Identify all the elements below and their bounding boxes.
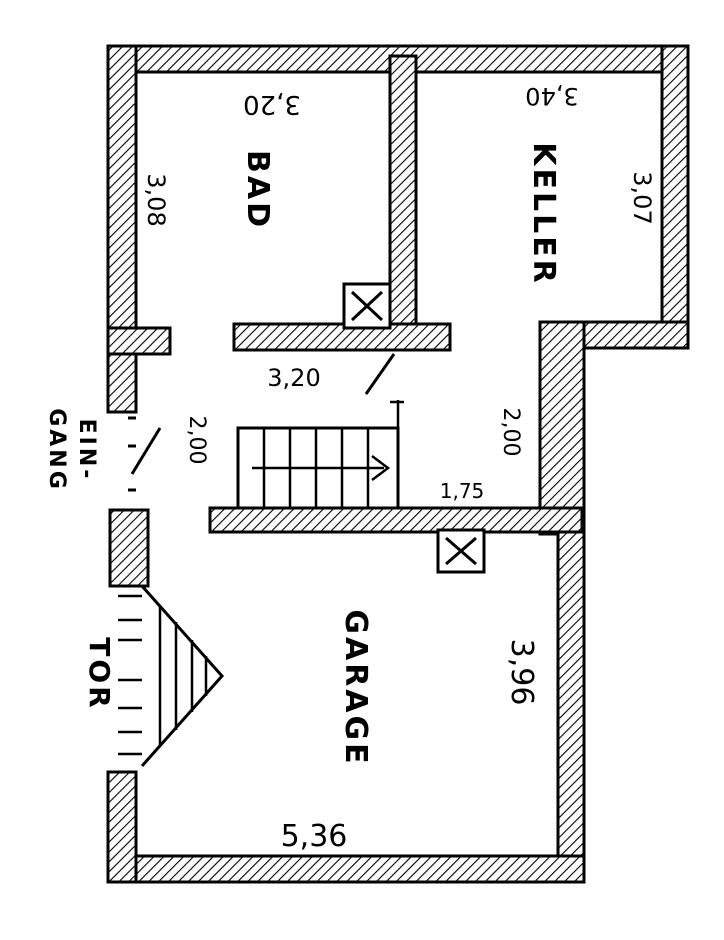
wall-bad-keller	[388, 54, 418, 332]
staircase	[236, 400, 404, 510]
dim-bad-depth: 3,08	[142, 173, 170, 226]
door-hall	[364, 353, 396, 395]
room-label-keller: KELLER	[526, 142, 561, 286]
dim-stair-landing: 1,75	[440, 479, 485, 503]
dim-garage-width: 5,36	[281, 819, 348, 854]
dim-keller-depth: 3,07	[628, 171, 656, 224]
dim-keller-width: 3,40	[525, 82, 578, 110]
garage-gate	[118, 585, 225, 767]
shaft-upper	[342, 282, 392, 330]
room-label-eingang-1: EIN-	[74, 419, 99, 482]
door-swings	[128, 353, 396, 492]
room-label-tor: TOR	[83, 637, 116, 710]
room-label-bad: BAD	[240, 150, 275, 230]
wall-right-upper	[660, 44, 690, 350]
dim-garage-depth: 3,96	[504, 639, 539, 706]
wall-bottom	[106, 854, 586, 884]
wall-left-upper	[106, 44, 138, 414]
wall-left-lower	[106, 770, 138, 884]
dim-bad-width: 3,20	[243, 89, 301, 119]
room-label-eingang-2: GANG	[44, 408, 69, 492]
wall-step-vertical	[538, 320, 586, 536]
dim-hall-width: 2,00	[184, 416, 209, 465]
wall-right-lower	[556, 506, 586, 884]
room-label-garage: GARAGE	[338, 609, 373, 766]
walls	[106, 44, 690, 884]
wall-hall-garage	[208, 506, 584, 534]
wall-hall-upper	[232, 322, 452, 352]
dim-stair-width: 2,00	[498, 408, 523, 457]
shafts	[342, 282, 486, 574]
wall-left-middle	[108, 508, 150, 588]
dim-hall-length: 3,20	[267, 364, 320, 392]
stair-arrow-head	[371, 455, 391, 481]
door-entrance	[130, 427, 162, 475]
wall-left-stub	[106, 326, 172, 356]
